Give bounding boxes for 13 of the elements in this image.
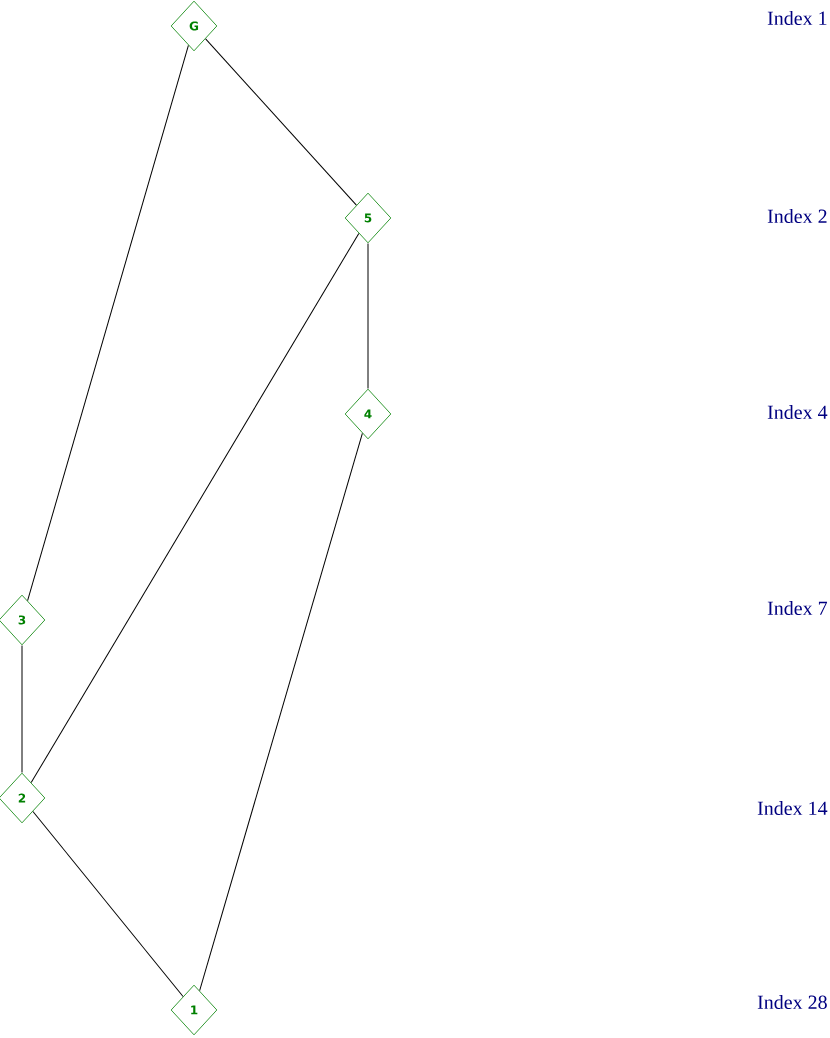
line (32, 811, 184, 997)
row-label: Index 14 (757, 800, 828, 816)
row-label: Index 2 (767, 208, 827, 223)
row-label: Index 1 (767, 10, 827, 25)
row-label: Index 4 (767, 404, 828, 419)
line (30, 232, 360, 784)
line (21, 644, 23, 774)
line (367, 242, 369, 390)
line (205, 38, 357, 206)
row-label: Index 28 (757, 994, 827, 1010)
row-label: Index 7 (767, 600, 828, 615)
line (27, 44, 189, 602)
line (199, 432, 363, 992)
